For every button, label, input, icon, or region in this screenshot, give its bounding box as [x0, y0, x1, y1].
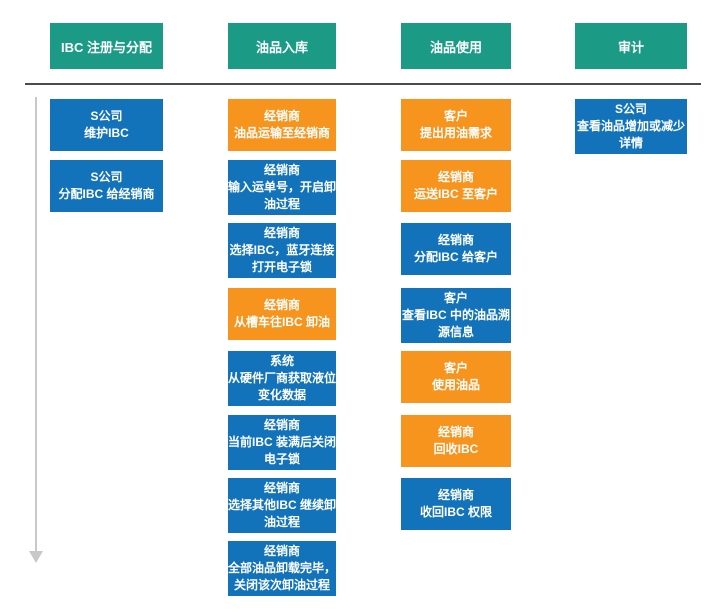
flow-box: 经销商 全部油品卸载完毕， 关闭该次卸油过程: [228, 541, 336, 596]
box-line: 关闭该次卸油过程: [233, 578, 330, 592]
box-line: 经销商: [437, 425, 474, 439]
box-line: 回收IBC: [433, 442, 479, 456]
box-line: 从硬件厂商获取液位: [228, 371, 337, 385]
box-line: 客户: [443, 109, 468, 123]
box-line: 选择其他IBC 继续卸: [228, 498, 337, 512]
flow-box: S公司 查看油品增加或减少 详情: [575, 99, 687, 154]
flow-box: 经销商 当前IBC 装满后关闭 电子锁: [228, 415, 336, 470]
flow-box: 经销商 选择其他IBC 继续卸 油过程: [228, 478, 336, 533]
box-line: 收回IBC 权限: [419, 505, 492, 519]
box-line: 提出用油需求: [419, 126, 492, 140]
box-line: 客户: [443, 291, 468, 305]
flow-box: 客户 提出用油需求: [401, 99, 511, 151]
lane-header-audit: 审计: [575, 23, 687, 69]
box-line: 运送IBC 至客户: [413, 187, 498, 201]
box-line: 油过程: [263, 197, 300, 211]
box-line: 经销商: [263, 226, 300, 240]
flow-box: 经销商 输入运单号，开启卸 油过程: [228, 160, 336, 215]
flow-box: 客户 查看IBC 中的油品溯 源信息: [401, 288, 511, 343]
lane-header-ibc-registration: IBC 注册与分配: [50, 23, 163, 69]
box-line: 分配IBC 给客户: [413, 250, 498, 264]
lane-oil-inbound: 油品入库 经销商 油品运输至经销商 经销商 输入运单号，开启卸 油过程 经销商 …: [228, 0, 336, 613]
box-line: 查看IBC 中的油品溯: [401, 308, 510, 322]
box-line: 油过程: [263, 515, 300, 529]
box-line: S公司: [90, 109, 123, 123]
box-line: S公司: [90, 170, 123, 184]
flow-box: 经销商 收回IBC 权限: [401, 478, 511, 530]
box-line: 当前IBC 装满后关闭: [228, 435, 337, 449]
box-line: 选择IBC，蓝牙连接: [229, 243, 335, 257]
box-line: 维护IBC: [84, 126, 129, 140]
box-line: 油品运输至经销商: [233, 126, 330, 140]
flow-box: 经销商 从槽车往IBC 卸油: [228, 288, 336, 340]
lane-audit: 审计 S公司 查看油品增加或减少 详情: [575, 0, 687, 613]
lane-oil-usage: 油品使用 客户 提出用油需求 经销商 运送IBC 至客户 经销商 分配IBC 给…: [401, 0, 511, 613]
flow-box: 经销商 运送IBC 至客户: [401, 160, 511, 212]
box-line: 变化数据: [257, 388, 306, 402]
box-line: 详情: [618, 136, 643, 150]
box-line: 从槽车往IBC 卸油: [233, 315, 330, 329]
flow-box: 经销商 回收IBC: [401, 415, 511, 467]
box-line: 分配IBC 给经销商: [58, 187, 155, 201]
flow-box: 经销商 选择IBC，蓝牙连接 打开电子锁: [228, 223, 336, 278]
flow-box: 经销商 分配IBC 给客户: [401, 223, 511, 275]
box-line: 经销商: [263, 481, 300, 495]
flow-box: 经销商 油品运输至经销商: [228, 99, 336, 151]
box-line: 经销商: [263, 544, 300, 558]
lane-header-oil-usage: 油品使用: [401, 23, 511, 69]
box-line: 经销商: [263, 109, 300, 123]
flow-box: 客户 使用油品: [401, 351, 511, 403]
flow-box: S公司 维护IBC: [50, 99, 163, 151]
lane-header-oil-inbound: 油品入库: [228, 23, 336, 69]
box-line: 经销商: [263, 163, 300, 177]
box-line: 全部油品卸载完毕，: [228, 561, 337, 575]
box-line: S公司: [614, 102, 647, 116]
box-line: 源信息: [437, 325, 474, 339]
box-line: 查看油品增加或减少: [576, 119, 685, 133]
box-line: 客户: [443, 361, 468, 375]
flow-direction-arrow: [35, 97, 37, 552]
flow-box: 系统 从硬件厂商获取液位 变化数据: [228, 351, 336, 406]
box-line: 输入运单号，开启卸: [228, 180, 337, 194]
lane-ibc-registration: IBC 注册与分配 S公司 维护IBC S公司 分配IBC 给经销商: [50, 0, 163, 613]
box-line: 系统: [269, 354, 294, 368]
box-line: 使用油品: [431, 378, 480, 392]
box-line: 经销商: [437, 233, 474, 247]
arrow-down-icon: [29, 551, 43, 563]
timeline-divider: [25, 83, 701, 85]
box-line: 打开电子锁: [251, 260, 312, 274]
box-line: 经销商: [263, 418, 300, 432]
box-line: 电子锁: [263, 452, 300, 466]
box-line: 经销商: [263, 298, 300, 312]
flow-box: S公司 分配IBC 给经销商: [50, 160, 163, 212]
box-line: 经销商: [437, 488, 474, 502]
box-line: 经销商: [437, 170, 474, 184]
